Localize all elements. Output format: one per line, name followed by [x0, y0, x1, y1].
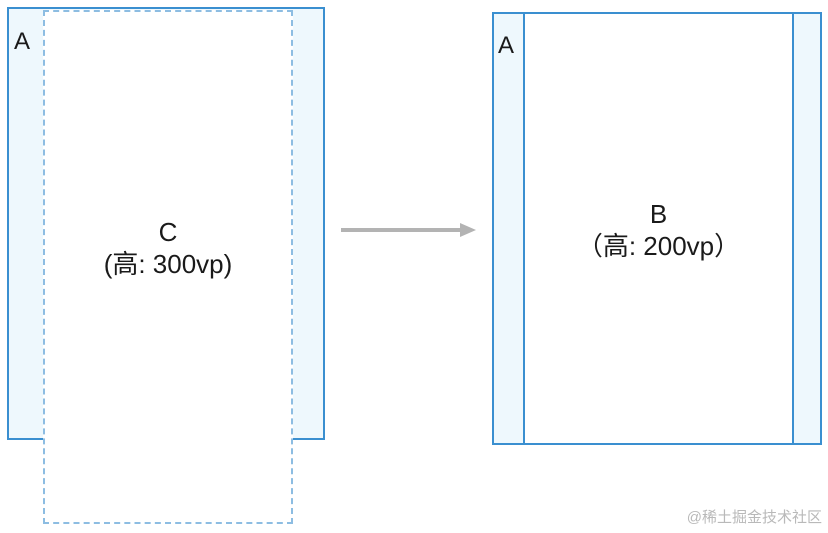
left-outer-box-a-label: A: [14, 28, 31, 55]
left-inner-box-c-label: C (高: 300vp): [43, 216, 293, 280]
right-outer-box-a-label: A: [498, 32, 515, 59]
right-inner-box-b-label: B （高: 200vp）: [523, 198, 794, 262]
transition-arrow: [341, 223, 476, 237]
box-c-name: C: [158, 217, 178, 247]
left-inner-box-c: [43, 10, 293, 524]
box-b-height: （高: 200vp）: [576, 231, 741, 261]
watermark: @稀土掘金技术社区: [686, 509, 822, 526]
box-b-name: B: [649, 199, 668, 229]
right-inner-box-b: [523, 14, 794, 443]
box-c-height: (高: 300vp): [103, 249, 233, 279]
